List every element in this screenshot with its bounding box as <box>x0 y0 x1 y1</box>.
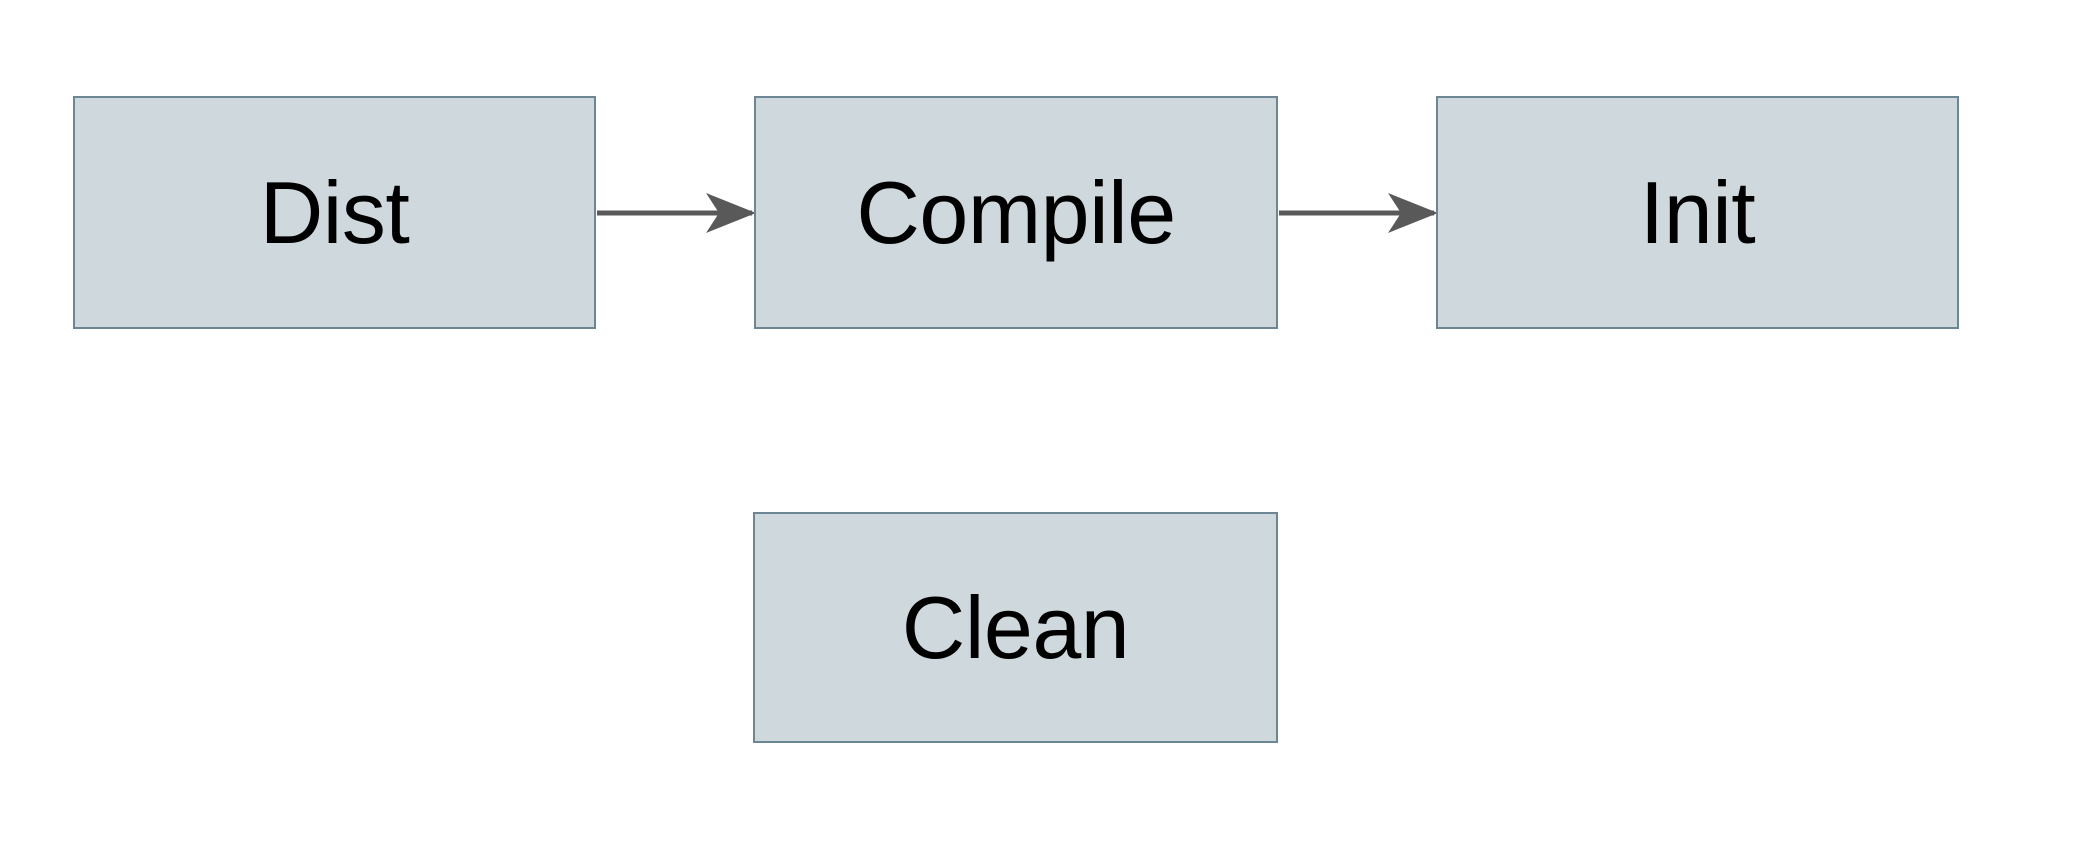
node-clean-label: Clean <box>901 577 1130 677</box>
node-compile[interactable]: Compile <box>754 96 1278 329</box>
node-init[interactable]: Init <box>1436 96 1959 329</box>
node-compile-label: Compile <box>856 162 1176 262</box>
node-init-label: Init <box>1639 162 1756 262</box>
node-dist-label: Dist <box>259 162 410 262</box>
node-dist[interactable]: Dist <box>73 96 596 329</box>
node-clean[interactable]: Clean <box>753 512 1278 743</box>
